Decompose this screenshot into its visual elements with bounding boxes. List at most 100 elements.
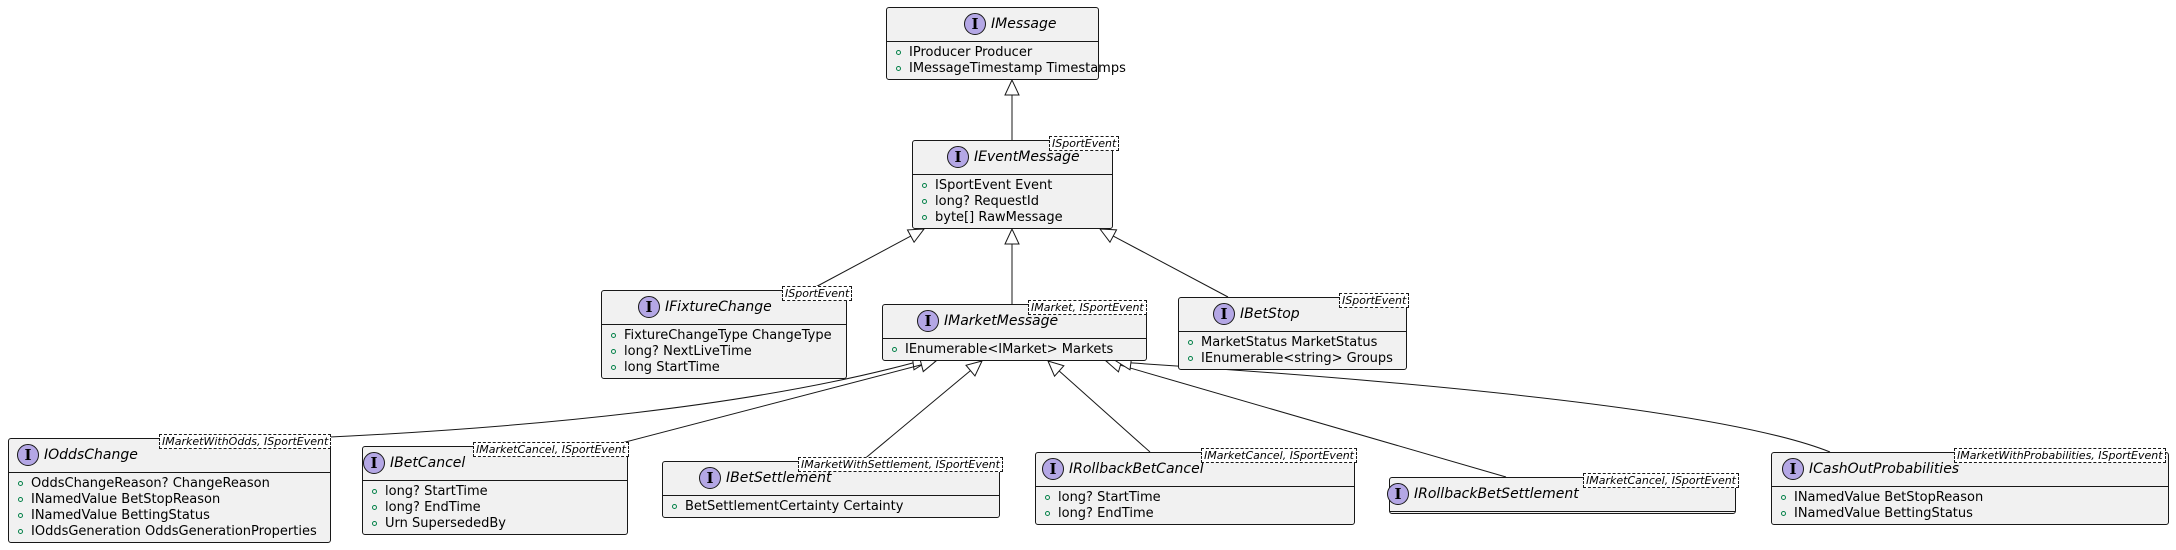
member-row: IEnumerable<IMarket> Markets [883,342,1146,358]
member-text: IEnumerable<IMarket> Markets [905,342,1114,357]
member-text: INamedValue BetStopReason [31,492,221,507]
member-text: INamedValue BettingStatus [31,508,210,523]
interface-icon: I [947,146,969,168]
interface-name: IMarketMessage [944,313,1059,329]
member-row: long? RequestId [913,194,1112,210]
member-row: long? NextLiveTime [602,344,846,360]
interface-name: IBetCancel [390,455,466,471]
inheritance-arrowhead [1004,227,1020,245]
generic-parameter-label: IMarketWithSettlement, ISportEvent [798,457,1003,472]
public-visibility-icon [1781,511,1786,516]
member-text: long? EndTime [1058,506,1154,521]
public-visibility-icon [1045,495,1050,500]
member-row: INamedValue BettingStatus [9,508,330,524]
public-visibility-icon [1781,495,1786,500]
member-text: ISportEvent Event [935,178,1053,193]
public-visibility-icon [18,481,23,486]
member-row: byte[] RawMessage [913,210,1112,226]
member-list: IEnumerable<IMarket> Markets [883,339,1146,360]
public-visibility-icon [611,365,616,370]
public-visibility-icon [672,504,677,509]
member-row: long? StartTime [363,484,627,500]
member-text: IProducer Producer [909,45,1033,60]
member-text: IOddsGeneration OddsGenerationProperties [31,524,317,539]
member-row: long StartTime [602,360,846,376]
member-list: BetSettlementCertainty Certainty [663,496,999,517]
public-visibility-icon [18,497,23,502]
member-list [1390,512,1735,513]
member-text: FixtureChangeType ChangeType [624,328,832,343]
member-text: INamedValue BetStopReason [1794,490,1984,505]
member-text: byte[] RawMessage [935,210,1063,225]
member-text: IMessageTimestamp Timestamps [909,61,1126,76]
interface-icon: I [699,467,721,489]
member-row: BetSettlementCertainty Certainty [663,499,999,515]
member-text: long? StartTime [1058,490,1161,505]
inheritance-line [1113,235,1229,298]
interface-name: IBetStop [1240,306,1300,322]
generic-parameter-label: IMarketWithOdds, ISportEvent [159,434,332,449]
inheritance-line [1058,370,1151,453]
member-row: long? EndTime [363,500,627,516]
interface-name: IRollbackBetCancel [1069,461,1204,477]
member-text: MarketStatus MarketStatus [1201,335,1378,350]
public-visibility-icon [922,199,927,204]
member-row: long? EndTime [1036,506,1354,522]
interface-icon: I [1213,303,1235,325]
inheritance-arrowhead [1098,228,1118,244]
member-row: IEnumerable<string> Groups [1179,351,1406,367]
generic-parameter-label: ISportEvent [1339,293,1410,308]
interface-icon: I [1042,458,1064,480]
member-row: OddsChangeReason? ChangeReason [9,476,330,492]
member-row: INamedValue BetStopReason [9,492,330,508]
member-row: IProducer Producer [887,45,1098,61]
member-text: IEnumerable<string> Groups [1201,351,1393,366]
public-visibility-icon [372,505,377,510]
inheritance-arrowhead [1047,360,1065,378]
member-text: long? StartTime [385,484,488,499]
interface-icon: I [1782,458,1804,480]
interface-name: IFixtureChange [665,299,772,315]
generic-parameter-label: IMarketCancel, ISportEvent [473,442,629,457]
inheritance-line [861,370,971,462]
generic-parameter-label: IMarket, ISportEvent [1028,300,1147,315]
interface-icon: I [1387,483,1409,505]
public-visibility-icon [18,529,23,534]
interface-icon: I [363,452,385,474]
interface-icon: I [917,310,939,332]
public-visibility-icon [372,489,377,494]
public-visibility-icon [1045,511,1050,516]
member-text: OddsChangeReason? ChangeReason [31,476,270,491]
member-row: INamedValue BettingStatus [1772,506,2168,522]
interface-icon: I [964,13,986,35]
interface-name: IEventMessage [974,149,1080,165]
interface-icon: I [17,444,39,466]
interface-header: I IBetCancel IMarketCancel, ISportEvent [363,442,629,481]
inheritance-line [309,362,914,439]
interface-header: I IBetStop ISportEvent [1179,293,1410,332]
inheritance-line [1130,362,1831,453]
public-visibility-icon [922,183,927,188]
public-visibility-icon [1188,356,1193,361]
member-row: MarketStatus MarketStatus [1179,335,1406,351]
